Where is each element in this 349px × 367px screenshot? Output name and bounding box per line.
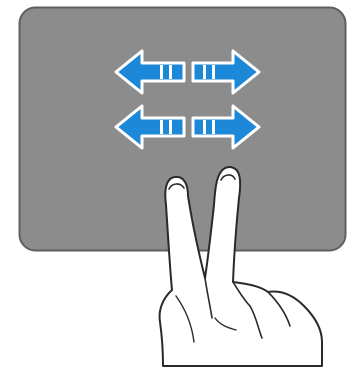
gesture-illustration (0, 0, 349, 367)
